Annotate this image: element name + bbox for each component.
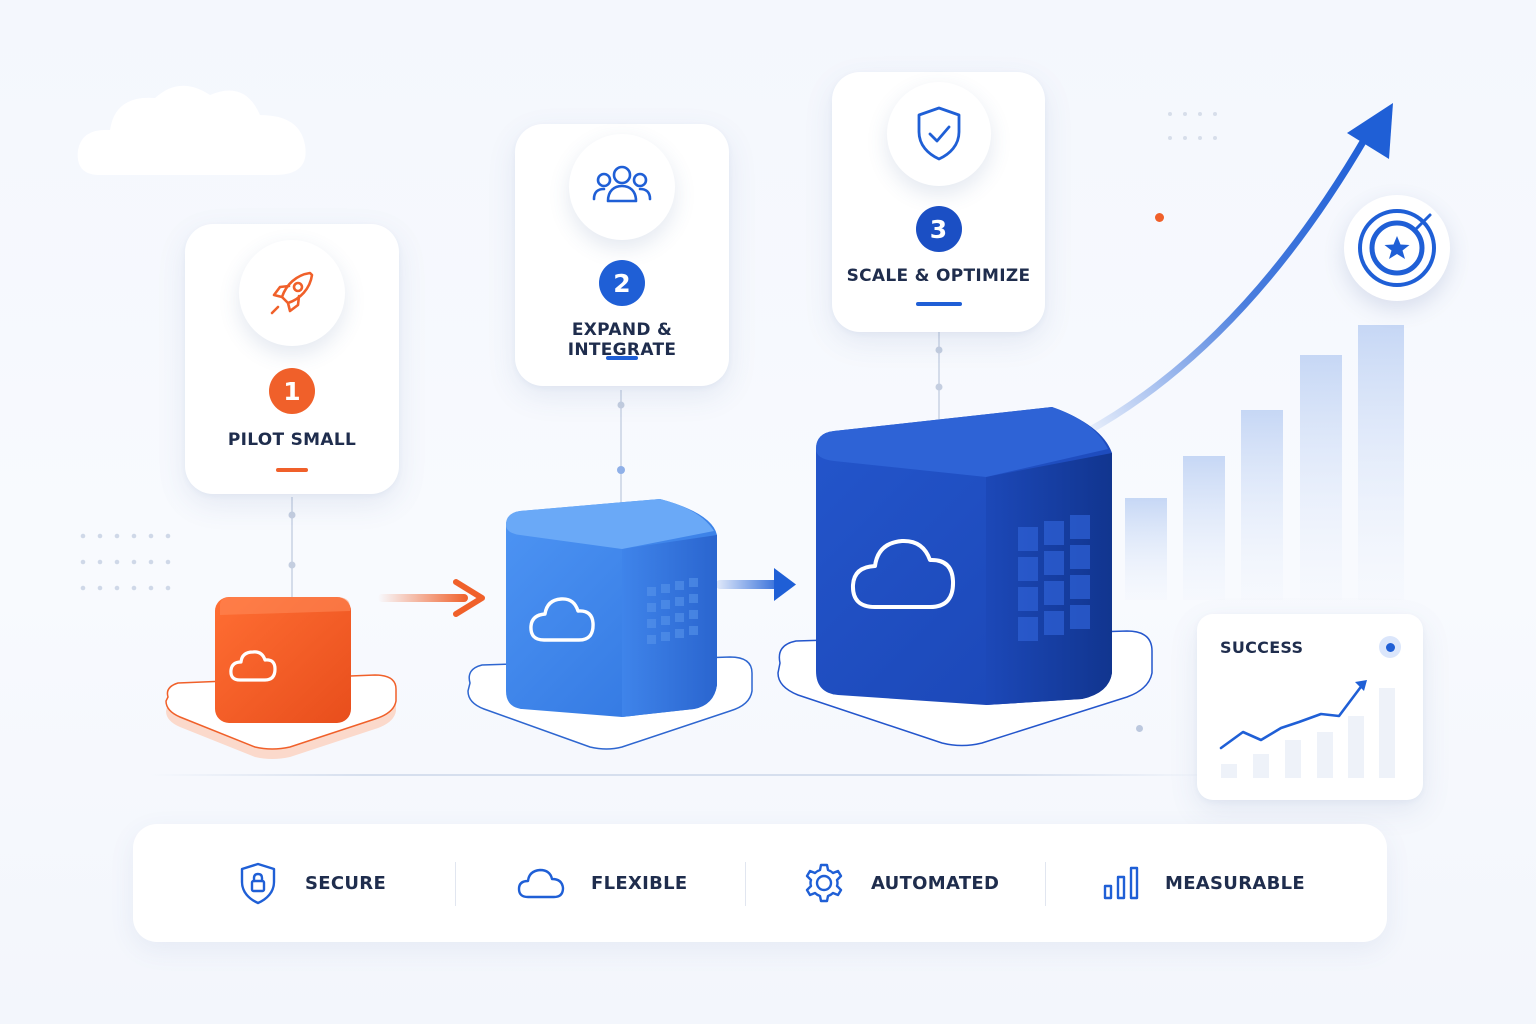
benefit-measurable: MEASURABLE	[1103, 824, 1305, 942]
benefit-automated: AUTOMATED	[803, 824, 999, 942]
cloud-icon	[517, 868, 565, 899]
success-label: SUCCESS	[1220, 638, 1304, 657]
step-number-2: 2	[599, 260, 645, 306]
step-underline-3	[915, 302, 962, 306]
background-cloud	[77, 85, 306, 175]
arrow-2	[716, 568, 796, 601]
step-underline-2	[606, 356, 638, 360]
rocket-icon	[270, 271, 314, 315]
gear-icon	[805, 863, 843, 903]
step-card-1: 1 PILOT SMALL	[185, 224, 399, 494]
step-card-2: 2 EXPAND & INTEGRATE	[515, 124, 729, 386]
cloud-icon	[529, 597, 595, 642]
divider	[455, 862, 456, 906]
step-number-3: 3	[915, 206, 962, 252]
divider	[745, 862, 746, 906]
step-label-2: EXPAND & INTEGRATE	[567, 320, 677, 360]
divider	[1045, 862, 1046, 906]
target-star-icon	[1358, 209, 1436, 287]
success-indicator-dot	[1379, 636, 1401, 658]
success-trend-chart	[1219, 680, 1395, 778]
benefit-label-secure: SECURE	[305, 872, 387, 894]
background-bar-chart	[1125, 325, 1404, 600]
benefit-label-flexible: FLEXIBLE	[591, 872, 688, 894]
step-underline-1	[276, 468, 308, 472]
growth-arrow	[1081, 103, 1393, 437]
benefit-label-automated: AUTOMATED	[871, 872, 1000, 894]
benefit-label-measurable: MEASURABLE	[1165, 872, 1305, 894]
cube-scale	[777, 407, 1153, 747]
users-icon	[592, 165, 652, 203]
benefit-flexible: FLEXIBLE	[517, 824, 688, 942]
floor-line	[150, 774, 1220, 776]
users-icon-circle	[569, 134, 675, 240]
success-card: SUCCESS	[1197, 614, 1423, 800]
dot-grid-right	[1168, 112, 1217, 140]
step-card-3: 3 SCALE & OPTIMIZE	[832, 72, 1045, 332]
benefits-bar: SECURE FLEXIBLE AUTOMATED MEASURABLE	[133, 824, 1387, 942]
benefit-secure: SECURE	[237, 824, 386, 942]
step-label-1: PILOT SMALL	[227, 430, 357, 450]
cube-pilot	[165, 597, 397, 759]
cloud-icon	[229, 650, 277, 682]
shield-check-icon	[917, 106, 960, 161]
accent-dot	[1136, 725, 1143, 732]
accent-dot	[1155, 213, 1164, 222]
cloud-icon	[850, 538, 956, 609]
rocket-icon-circle	[239, 240, 345, 346]
bar-chart-icon	[1103, 866, 1139, 900]
cube-expand	[467, 499, 753, 750]
shield-lock-icon	[240, 862, 276, 905]
arrow-1	[378, 579, 485, 617]
target-badge	[1344, 195, 1450, 301]
step-number-1: 1	[269, 368, 315, 414]
step-label-3: SCALE & OPTIMIZE	[846, 266, 1031, 286]
shield-check-icon-circle	[886, 82, 991, 186]
dot-grid-left	[80, 533, 171, 591]
